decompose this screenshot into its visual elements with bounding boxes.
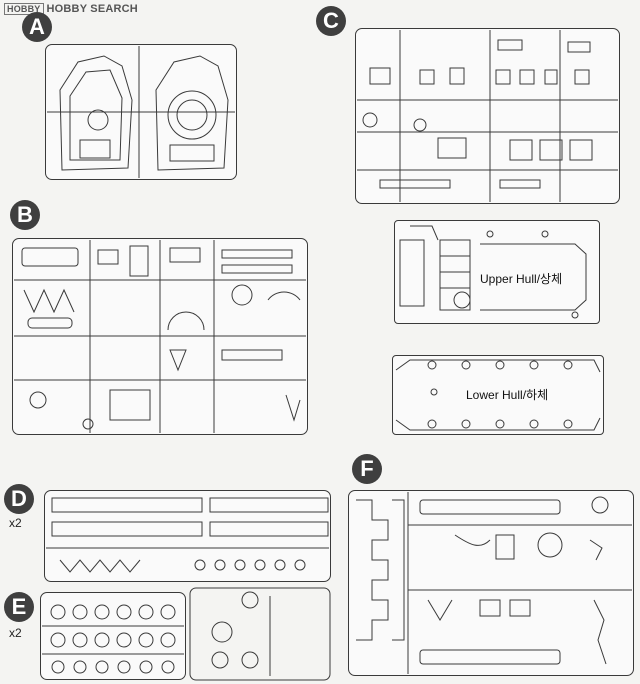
sprue-e-multiplier: x2 [9,626,22,640]
lower-hull-parts [395,359,601,431]
sprue-d-badge: D [4,484,34,514]
sprue-f-frame [348,490,634,676]
lower-hull-label: Lower Hull/하체 [466,388,549,402]
watermark-badge: HOBBY [4,3,44,15]
sprue-c-frame [355,28,620,204]
sprue-c-parts [357,30,618,202]
sprue-d-parts [46,497,329,573]
upper-hull-label: Upper Hull/상체 [480,272,563,286]
sprue-b-parts [14,240,306,433]
sprue-e-badge: E [4,592,34,622]
sprue-a-badge: A [22,12,52,42]
sprue-b-badge: B [10,200,40,230]
sprue-f-parts [356,492,632,674]
sprue-d-multiplier: x2 [9,516,22,530]
sprue-d-lower-parts [189,587,331,681]
sprue-c-badge: C [316,6,346,36]
sprue-a-parts [47,46,235,178]
sprue-e-parts [42,604,184,674]
upper-hull-frame [394,220,600,324]
upper-hull-parts [399,225,587,319]
sprue-f-badge: F [352,454,382,484]
watermark-text: HOBBY SEARCH [46,3,138,15]
